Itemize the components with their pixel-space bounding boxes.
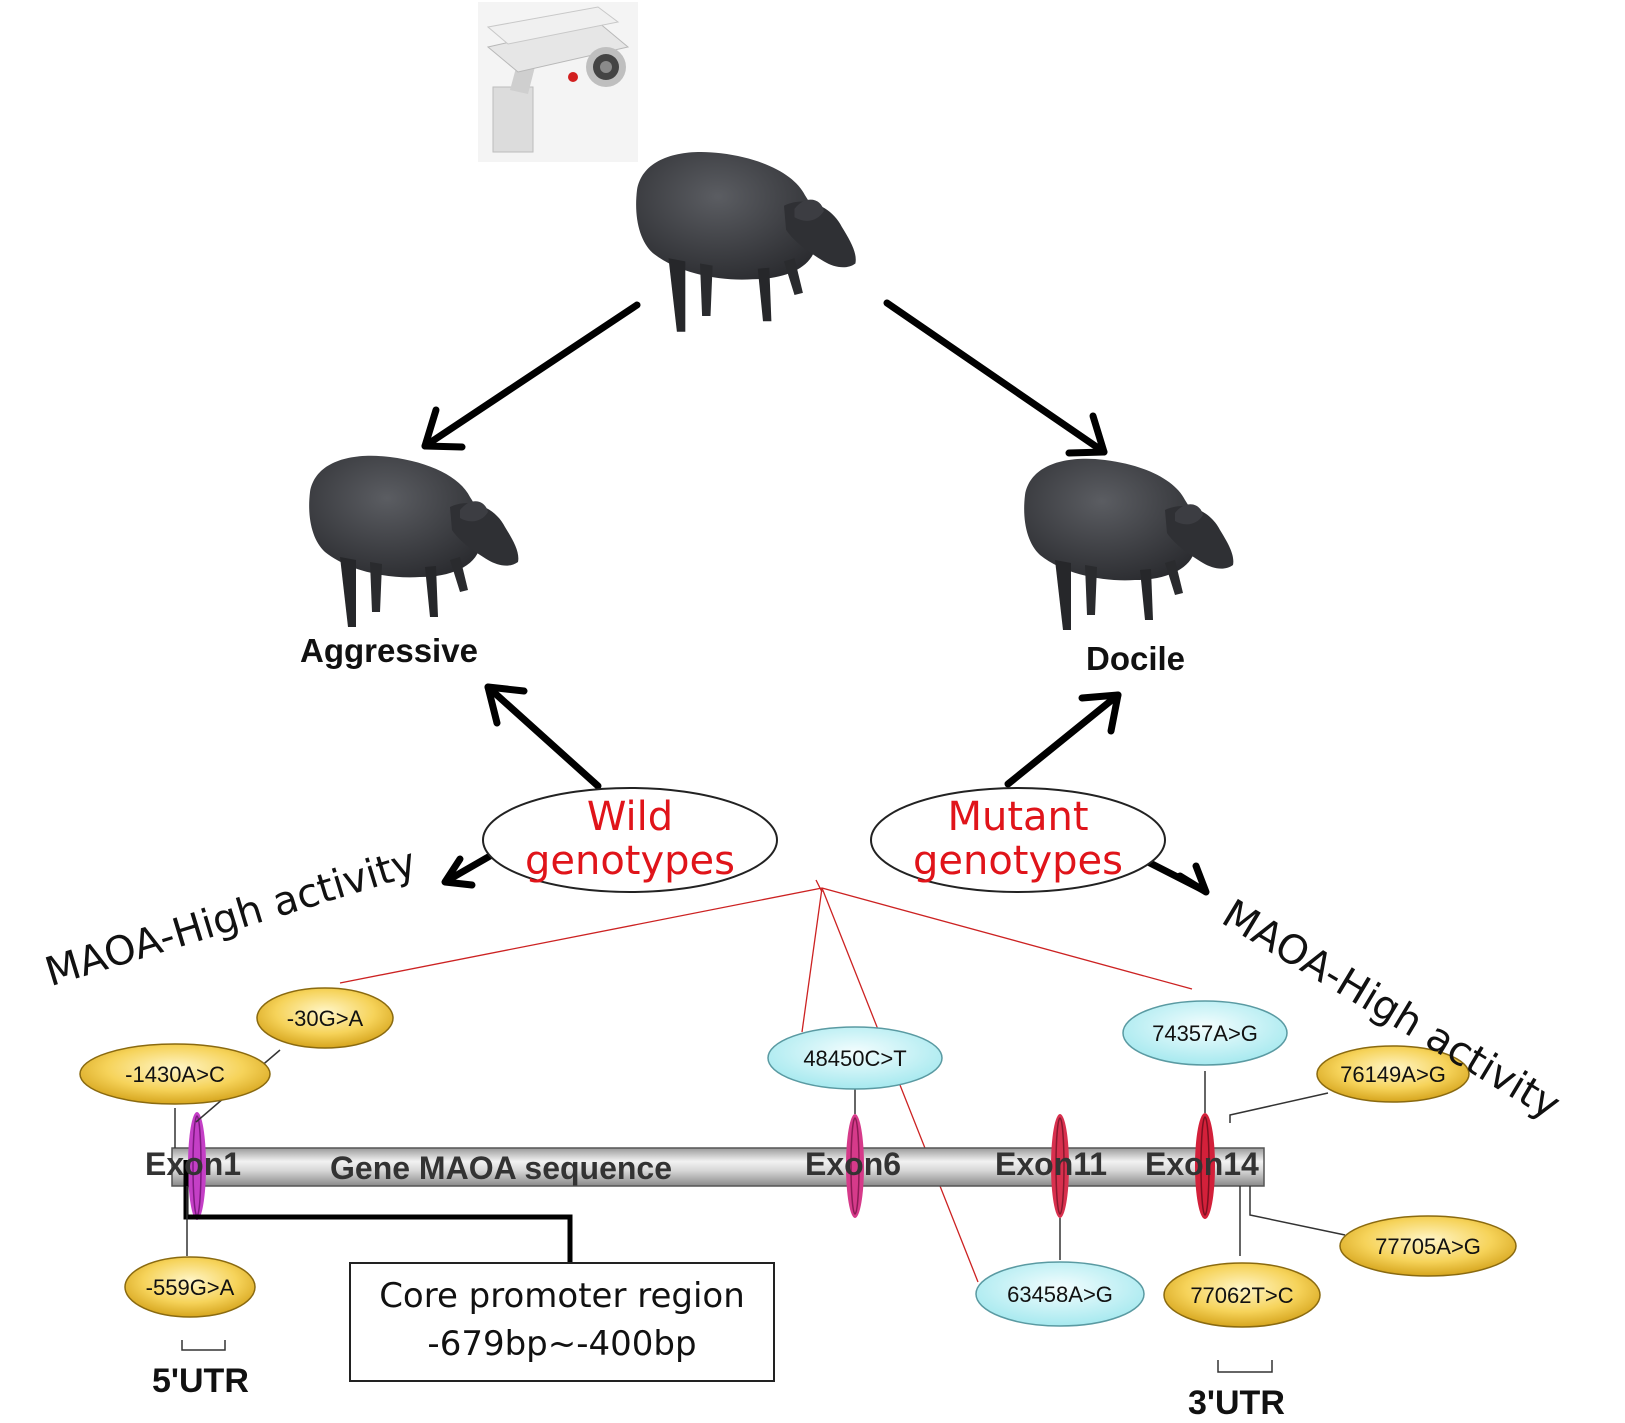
- snp-ellipse: [1316, 1045, 1470, 1103]
- gene-maoa-bar: [171, 1147, 1265, 1187]
- mutant-genotype-line1: Mutant: [947, 794, 1089, 840]
- snp-ellipse: [1163, 1262, 1321, 1328]
- promoter-line2: -679bp~-400bp: [427, 1324, 697, 1364]
- snp-label: 76149A>G: [1340, 1062, 1446, 1087]
- snp-label: 63458A>G: [1007, 1282, 1113, 1307]
- snp-ellipse: [79, 1043, 271, 1105]
- exon6-marker: [846, 1114, 864, 1218]
- snp-label: 48450C>T: [803, 1046, 906, 1071]
- exon11-marker: [1051, 1114, 1069, 1218]
- docile-label: Docile: [1086, 640, 1186, 677]
- mutant-genotype-line2: genotypes: [912, 838, 1124, 884]
- security-camera-icon: [478, 2, 638, 162]
- promoter-bracket: [183, 1160, 573, 1262]
- exon11-label: Exon11: [995, 1146, 1108, 1182]
- arrow: [421, 299, 1210, 896]
- pig-icon: [636, 151, 856, 332]
- snp-ellipse: [124, 1256, 256, 1318]
- exon14-label: Exon14: [1145, 1146, 1259, 1182]
- pig-icon: [1024, 458, 1234, 630]
- snp-label: -1430A>C: [125, 1062, 225, 1087]
- exon14-marker: [1195, 1113, 1215, 1219]
- snp-ellipse: [975, 1261, 1145, 1327]
- snp-gold-4: 76149A>G: [1316, 1045, 1470, 1103]
- snp-gold-2: -1430A>C: [79, 1043, 271, 1105]
- utr-brackets: [181, 1340, 1273, 1373]
- exon1-label: Exon1: [145, 1146, 242, 1182]
- snp-cyan-2: 74357A>G: [1122, 1000, 1288, 1066]
- snp-label: 77705A>G: [1375, 1234, 1481, 1259]
- mutant-genotype-ellipse: [870, 787, 1166, 893]
- snp-label: 77062T>C: [1190, 1283, 1293, 1308]
- snp-cyan-3: 63458A>G: [975, 1261, 1145, 1327]
- three-utr-label: 3'UTR: [1188, 1384, 1285, 1422]
- snp-gold-1: -30G>A: [256, 987, 394, 1049]
- snp-gold-6: 77062T>C: [1163, 1262, 1321, 1328]
- wild-genotype-line1: Wild: [586, 794, 674, 840]
- snp-label: -559G>A: [146, 1275, 235, 1300]
- wild-genotype-label: Wild genotypes: [523, 795, 737, 883]
- snp-ellipse: [256, 987, 394, 1049]
- promoter-line1: Core promoter region: [379, 1276, 745, 1316]
- wild-genotype-line2: genotypes: [524, 838, 736, 884]
- snp-gold-3: -559G>A: [124, 1256, 256, 1318]
- snp-connector-lines: [339, 879, 1193, 1283]
- snp-leader-lines: [174, 1049, 1346, 1260]
- snp-ellipse: [1339, 1215, 1517, 1277]
- pig-icon: [309, 455, 519, 627]
- snp-label: 74357A>G: [1152, 1021, 1258, 1046]
- core-promoter-box: Core promoter region -679bp~-400bp: [349, 1262, 775, 1382]
- aggressive-label: Aggressive: [300, 632, 478, 669]
- wild-genotype-ellipse: [482, 787, 778, 893]
- snp-label: -30G>A: [287, 1006, 364, 1031]
- gene-sequence-label: Gene MAOA sequence: [330, 1150, 673, 1186]
- snp-ellipse: [767, 1026, 943, 1090]
- mutant-genotype-label: Mutant genotypes: [911, 795, 1125, 883]
- snp-cyan-1: 48450C>T: [767, 1026, 943, 1090]
- snp-gold-5: 77705A>G: [1339, 1215, 1517, 1277]
- exon6-label: Exon6: [805, 1146, 902, 1182]
- five-utr-label: 5'UTR: [152, 1362, 249, 1400]
- snp-ellipse: [1122, 1000, 1288, 1066]
